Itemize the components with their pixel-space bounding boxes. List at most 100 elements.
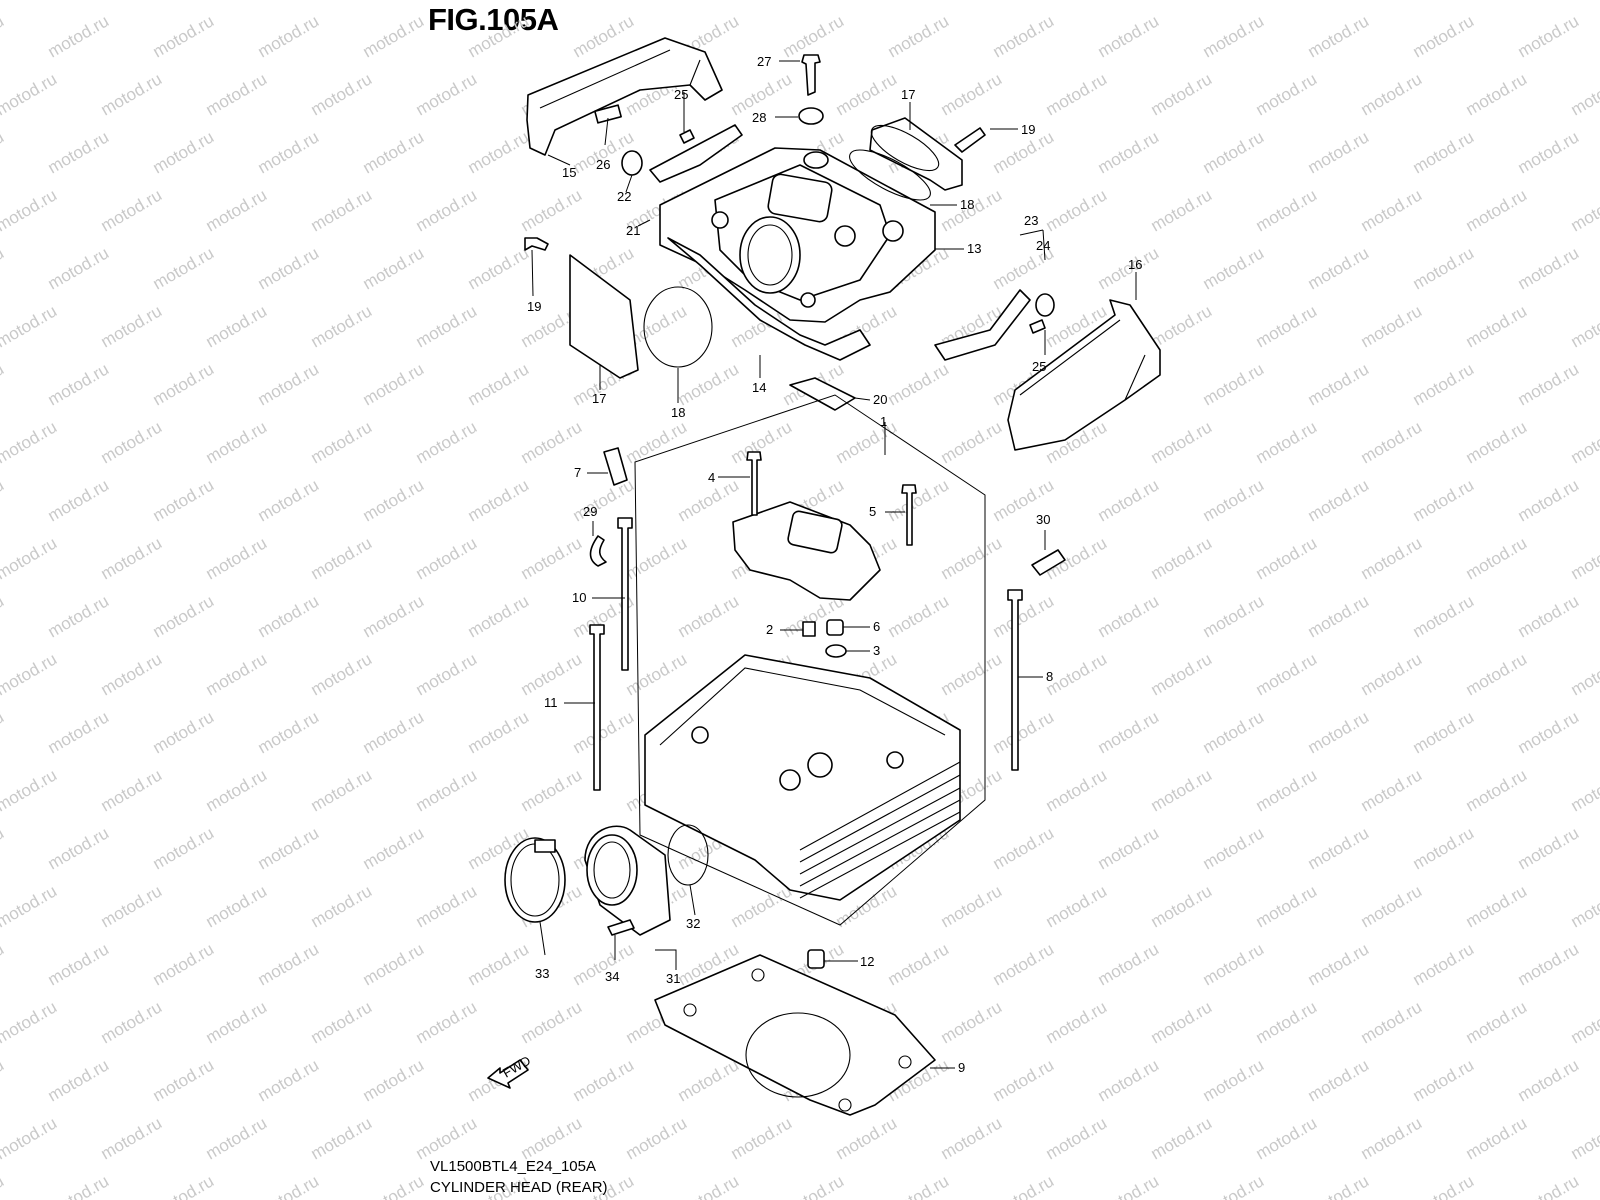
watermark-text: motod.ru [0, 765, 60, 815]
watermark-text: motod.ru [0, 475, 7, 525]
watermark-text: motod.ru [1148, 881, 1216, 931]
watermark-text: motod.ru [1410, 939, 1478, 989]
bolt-25-right [1029, 319, 1046, 334]
watermark-text: motod.ru [1148, 0, 1216, 3]
watermark-text: motod.ru [1568, 69, 1600, 119]
watermark-text: motod.ru [1515, 127, 1583, 177]
watermark-text: motod.ru [308, 1113, 376, 1163]
bolt-25-top [679, 129, 695, 144]
watermark-text: motod.ru [255, 11, 323, 61]
watermark-text: motod.ru [1095, 1171, 1163, 1200]
watermark-text: motod.ru [1463, 69, 1531, 119]
watermark-text: motod.ru [360, 243, 428, 293]
watermark-text: motod.ru [1568, 881, 1600, 931]
watermark-text: motod.ru [1358, 765, 1426, 815]
callout-34: 34 [605, 969, 619, 984]
watermark-text: motod.ru [308, 301, 376, 351]
watermark-text: motod.ru [255, 591, 323, 641]
watermark-text: motod.ru [1410, 823, 1478, 873]
callout-18-left: 18 [671, 405, 685, 420]
callout-32: 32 [686, 916, 700, 931]
watermark-text: motod.ru [98, 881, 166, 931]
watermark-text: motod.ru [1043, 997, 1111, 1047]
watermark-text: motod.ru [0, 417, 60, 467]
callout-18-top: 18 [960, 197, 974, 212]
watermark-text: motod.ru [0, 301, 60, 351]
callout-17-top: 17 [901, 87, 915, 102]
watermark-text: motod.ru [833, 1113, 901, 1163]
watermark-text: motod.ru [1253, 0, 1321, 3]
figure-title: FIG.105A [428, 2, 559, 37]
dowel-pin-2 [802, 621, 816, 637]
watermark-text: motod.ru [1515, 11, 1583, 61]
watermark-text: motod.ru [938, 1113, 1006, 1163]
watermark-text: motod.ru [413, 69, 481, 119]
watermark-text: motod.ru [1463, 765, 1531, 815]
watermark-text: motod.ru [1095, 127, 1163, 177]
watermark-text: motod.ru [1095, 707, 1163, 757]
watermark-text: motod.ru [1410, 11, 1478, 61]
callout-11: 11 [544, 695, 558, 710]
watermark-text: motod.ru [1200, 475, 1268, 525]
watermark-text: motod.ru [0, 11, 7, 61]
watermark-text: motod.ru [885, 591, 953, 641]
watermark-text: motod.ru [150, 939, 218, 989]
model-code: VL1500BTL4_E24_105A [430, 1158, 596, 1175]
watermark-text: motod.ru [1410, 707, 1478, 757]
watermark-text: motod.ru [0, 533, 60, 583]
callout-labels: 1 2 3 4 5 6 7 8 9 10 11 12 13 14 15 16 1… [527, 54, 1142, 1075]
callout-15: 15 [562, 165, 576, 180]
watermark-text: motod.ru [518, 649, 586, 699]
watermark-text: motod.ru [45, 243, 113, 293]
watermark-text: motod.ru [413, 417, 481, 467]
watermark-text: motod.ru [1148, 301, 1216, 351]
cover-bracket-21 [649, 124, 743, 183]
watermark-text: motod.ru [518, 185, 586, 235]
watermark-text: motod.ru [0, 359, 7, 409]
callout-20: 20 [873, 392, 887, 407]
watermark-text: motod.ru [1568, 533, 1600, 583]
callout-10: 10 [572, 590, 586, 605]
callout-4: 4 [708, 470, 715, 485]
watermark-text: motod.ru [150, 243, 218, 293]
clip-26 [594, 104, 622, 124]
bolt-27 [801, 54, 821, 96]
watermark-text: motod.ru [1043, 69, 1111, 119]
watermark-text: motod.ru [1253, 1113, 1321, 1163]
o-ring-18-left [643, 286, 713, 368]
watermark-text: motod.ru [1200, 591, 1268, 641]
watermark-text: motod.ru [1253, 881, 1321, 931]
watermark-text: motod.ru [938, 69, 1006, 119]
watermark-text: motod.ru [413, 1113, 481, 1163]
stud-7 [603, 447, 628, 486]
watermark-text: motod.ru [1095, 475, 1163, 525]
watermark-text: motod.ru [1568, 301, 1600, 351]
callout-23: 23 [1024, 213, 1038, 228]
watermark-text: motod.ru [465, 707, 533, 757]
watermark-text: motod.ru [360, 939, 428, 989]
callout-19-left: 19 [527, 299, 541, 314]
watermark-text: motod.ru [465, 11, 533, 61]
watermark-text: motod.ru [1200, 359, 1268, 409]
watermark-text: motod.ru [1358, 533, 1426, 583]
watermark-text: motod.ru [1200, 243, 1268, 293]
bolt-19-top [954, 127, 986, 153]
watermark-text: motod.ru [1463, 1113, 1531, 1163]
watermark-text: motod.ru [0, 591, 7, 641]
watermark-text: motod.ru [203, 881, 271, 931]
watermark-text: motod.ru [308, 765, 376, 815]
watermark-text: motod.ru [308, 533, 376, 583]
watermark-text: motod.ru [308, 997, 376, 1047]
callout-9: 9 [958, 1060, 965, 1075]
callout-7: 7 [574, 465, 581, 480]
callout-16: 16 [1128, 257, 1142, 272]
watermark-text: motod.ru [1410, 1055, 1478, 1105]
washer-28 [798, 107, 824, 125]
watermark-text: motod.ru [833, 0, 901, 3]
callout-5: 5 [869, 504, 876, 519]
watermark-text: motod.ru [45, 475, 113, 525]
watermark-text: motod.ru [1358, 0, 1426, 3]
watermark-text: motod.ru [1568, 0, 1600, 3]
watermark-text: motod.ru [45, 707, 113, 757]
watermark-text: motod.ru [1358, 997, 1426, 1047]
